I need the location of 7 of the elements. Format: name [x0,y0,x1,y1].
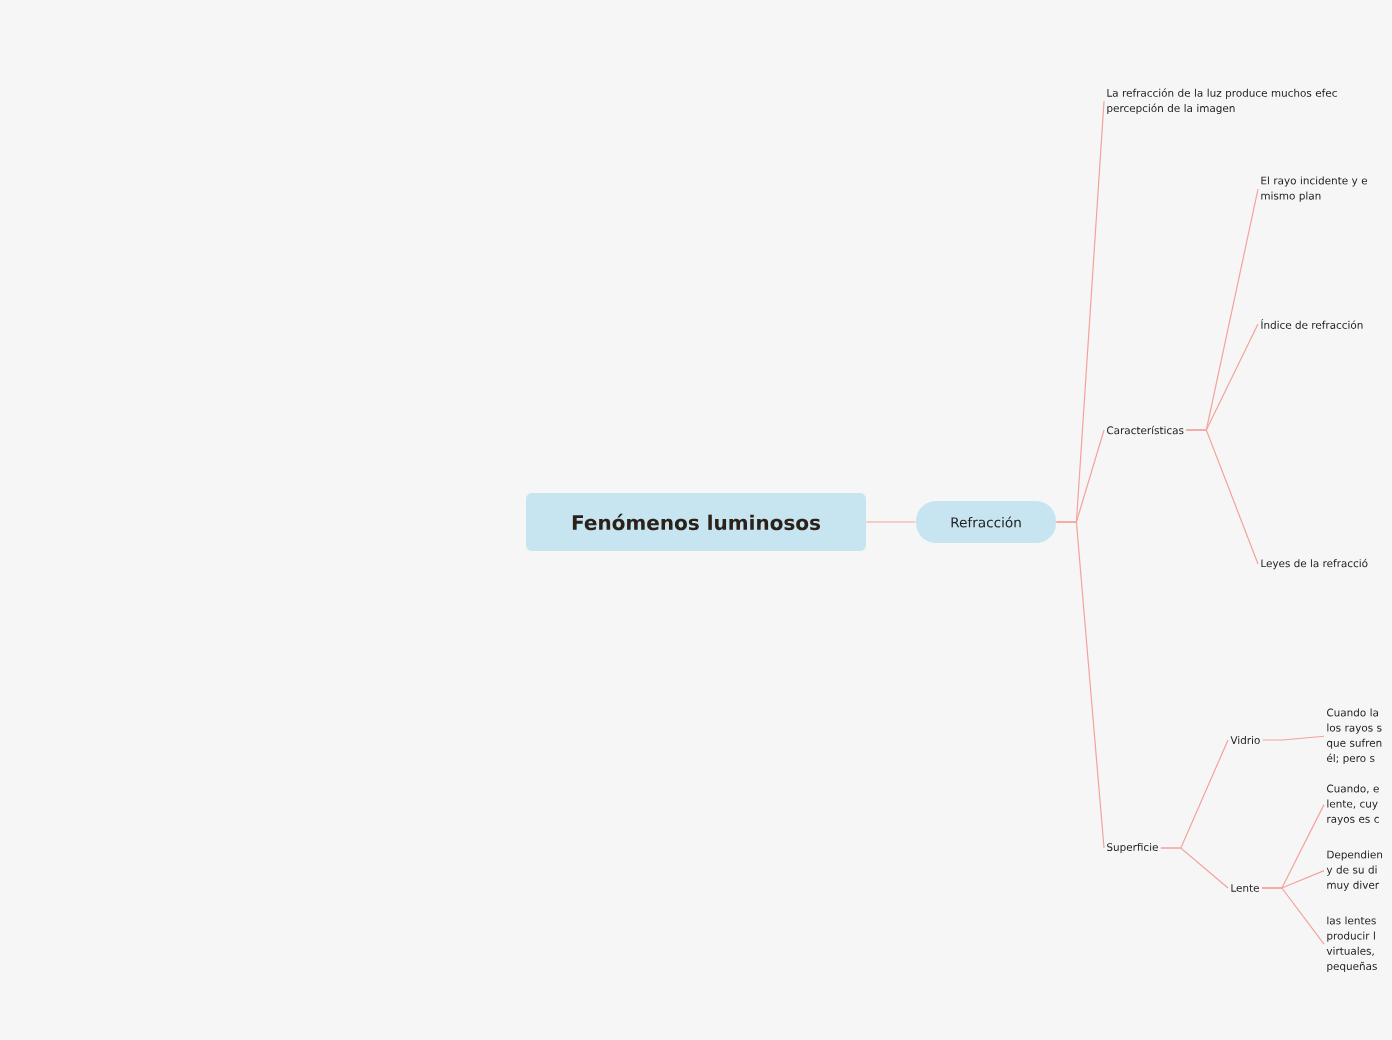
branch-line [1262,735,1325,741]
branch-line [1261,887,1325,945]
branch-line [1185,429,1259,565]
branch-line [1055,521,1105,849]
branch-line [1160,847,1229,889]
topic-box: Fenómenos luminosos [526,493,866,551]
branch-line [865,521,917,523]
